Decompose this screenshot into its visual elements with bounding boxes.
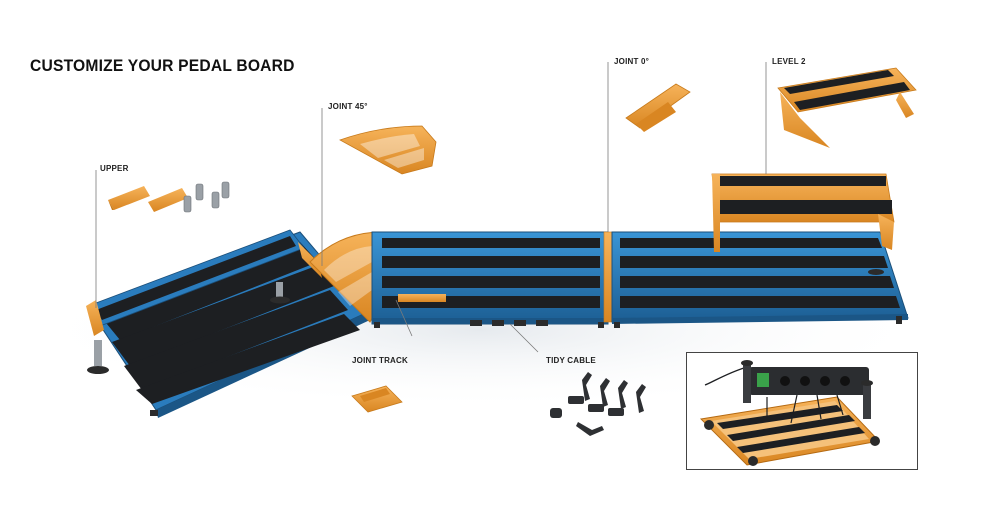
label-level-2: LEVEL 2 — [772, 57, 806, 66]
joint-track-bar — [398, 294, 446, 302]
inset-board-illustration — [699, 360, 881, 466]
upper-riser — [86, 229, 322, 336]
label-joint-0: JOINT 0° — [614, 57, 650, 66]
label-upper: UPPER — [100, 164, 129, 173]
right-board — [611, 231, 909, 328]
leader-lines — [95, 62, 767, 353]
center-board — [371, 231, 609, 328]
joint-45-part — [339, 125, 437, 175]
joint-0-part — [625, 83, 691, 132]
inset-photo — [686, 352, 918, 470]
upper-parts — [108, 181, 230, 213]
page-title: CUSTOMIZE YOUR PEDAL BOARD — [30, 56, 295, 75]
label-joint-45: JOINT 45° — [328, 102, 368, 111]
tidy-cable-parts — [550, 372, 646, 436]
left-board — [87, 231, 370, 418]
label-tidy-cable: TIDY CABLE — [546, 356, 596, 365]
joint-track-part — [351, 385, 403, 413]
level-2-riser-mounted — [711, 173, 895, 252]
label-joint-track: JOINT TRACK — [352, 356, 408, 365]
level-2-part — [777, 67, 917, 148]
